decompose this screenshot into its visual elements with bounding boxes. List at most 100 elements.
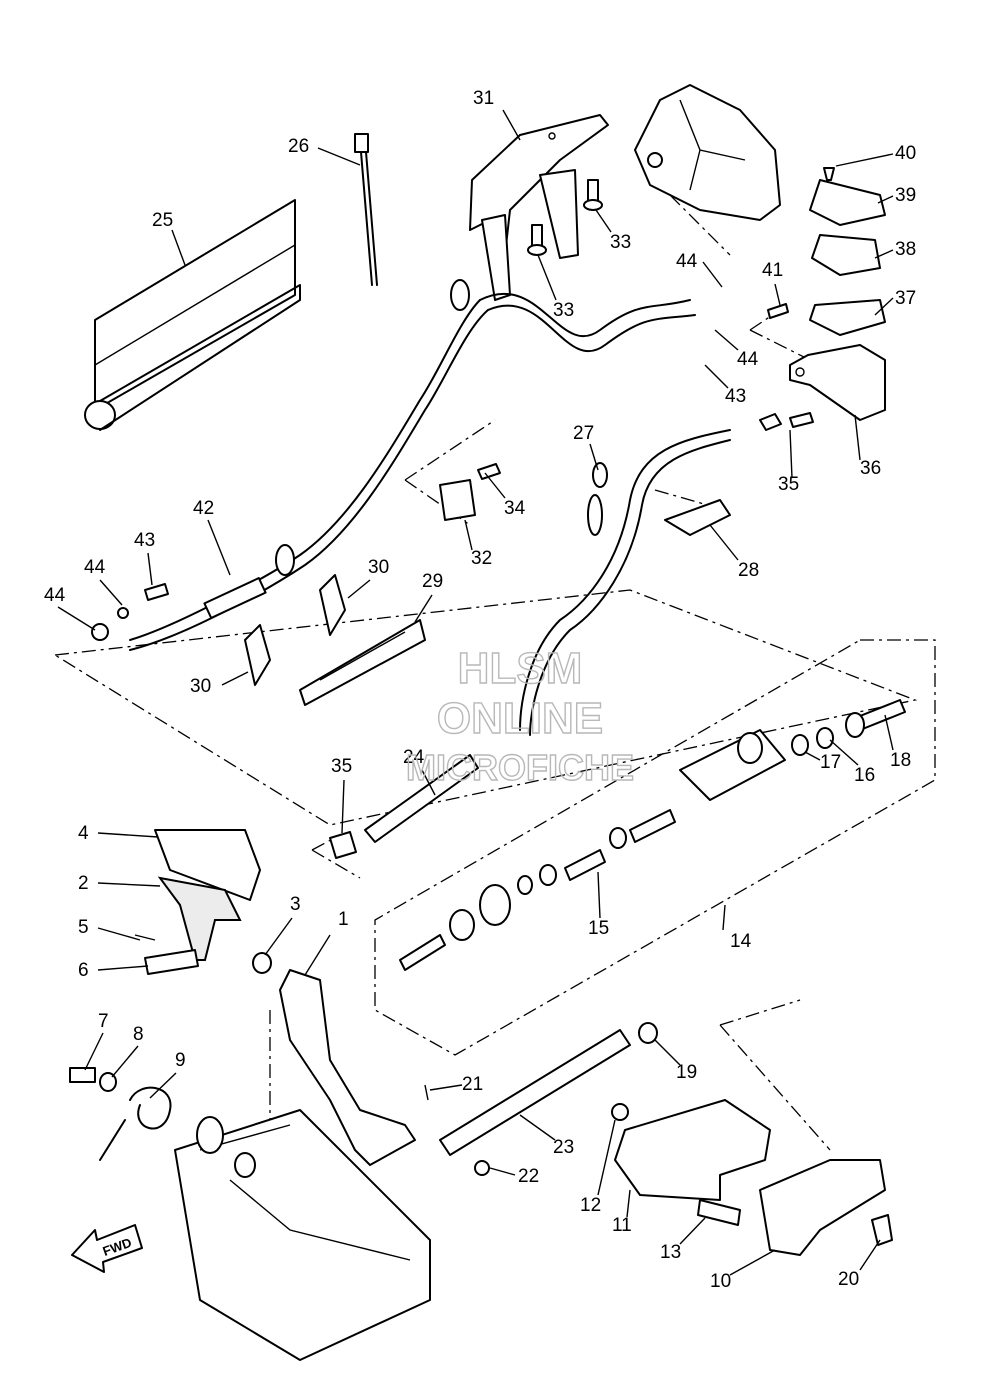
leader-c25 [171, 229, 186, 266]
leader-c19 [654, 1039, 681, 1066]
callout-c27: 27 [573, 423, 594, 444]
callout-c37: 37 [895, 288, 916, 309]
flap-panel [84, 199, 301, 431]
callout-c15: 15 [588, 918, 609, 939]
callout-c17: 17 [820, 752, 841, 773]
leader-c35b [789, 429, 793, 479]
leader-c18 [884, 714, 894, 751]
leader-c6 [97, 965, 149, 971]
callout-c30a: 30 [368, 557, 389, 578]
leader-c29 [414, 594, 433, 623]
linkage-rod [424, 1022, 658, 1176]
callout-c44a: 44 [84, 557, 106, 578]
leader-c40 [835, 153, 894, 167]
watermark: HLSM ONLINE MICROFICHE [405, 643, 634, 788]
callout-c40: 40 [895, 143, 916, 164]
leader-c7 [84, 1032, 104, 1071]
callout-c26: 26 [288, 136, 309, 157]
callout-c41: 41 [762, 260, 783, 281]
frame [174, 1109, 431, 1361]
callout-c7: 7 [98, 1011, 109, 1032]
leader-c41 [774, 283, 781, 306]
leader-c24 [421, 769, 436, 796]
cylinder-internals [399, 699, 906, 971]
leader-c10 [729, 1249, 776, 1276]
callout-c38: 38 [895, 239, 916, 260]
leader-c3 [264, 917, 293, 956]
lower-bracket [611, 1099, 893, 1256]
leader-c23 [519, 1114, 556, 1141]
callout-c20: 20 [838, 1269, 859, 1290]
callout-c1: 1 [338, 909, 349, 930]
callout-c42: 42 [193, 498, 214, 519]
callout-c44b: 44 [44, 585, 66, 606]
callout-c11: 11 [612, 1215, 632, 1236]
leader-c44a [99, 579, 123, 606]
cable-tie [354, 133, 378, 286]
callout-c30b: 30 [190, 676, 211, 697]
callout-c29: 29 [422, 571, 443, 592]
leader-c43b [704, 364, 729, 389]
watermark-line1: HLSM [458, 644, 583, 693]
callout-c23: 23 [553, 1137, 574, 1158]
callout-c44c: 44 [676, 251, 698, 272]
callout-c39: 39 [895, 185, 916, 206]
upper-brake-hose [91, 279, 696, 651]
leader-c26 [317, 147, 361, 166]
leader-c16 [829, 739, 859, 766]
callout-c25: 25 [152, 210, 173, 231]
callout-c35a: 35 [331, 756, 352, 777]
leader-c27 [589, 443, 599, 471]
leader-c44c [702, 261, 723, 288]
callout-c24: 24 [403, 747, 425, 768]
callout-c28: 28 [738, 560, 759, 581]
leader-c33a [537, 254, 557, 301]
callout-c18: 18 [890, 750, 911, 771]
callout-c14: 14 [730, 931, 752, 952]
leader-c30a [347, 579, 371, 599]
leader-c13 [679, 1217, 706, 1245]
callout-c10: 10 [710, 1271, 731, 1292]
leader-c44d [714, 329, 739, 351]
callout-c13: 13 [660, 1242, 681, 1263]
brake-pedal [69, 829, 416, 1166]
leader-c15 [597, 871, 601, 919]
callout-c21: 21 [462, 1074, 483, 1095]
leader-c22 [489, 1167, 516, 1176]
callout-c12: 12 [580, 1195, 601, 1216]
leader-c38 [874, 249, 894, 259]
caliper-assembly [634, 84, 781, 221]
leader-c2 [97, 882, 161, 887]
leader-c32 [464, 519, 473, 551]
callout-c43a: 43 [134, 530, 155, 551]
leader-c30b [221, 671, 249, 686]
hose-24 [329, 754, 479, 859]
clamps-and-brackets [244, 463, 731, 706]
callout-c8: 8 [133, 1024, 144, 1045]
bracket-cover [469, 114, 609, 301]
leader-c34 [484, 472, 506, 499]
callout-c22: 22 [518, 1166, 539, 1187]
leader-c14 [722, 904, 726, 931]
callout-c35b: 35 [778, 474, 799, 495]
leader-c42 [207, 519, 231, 576]
callout-c19: 19 [676, 1062, 697, 1083]
callout-c36: 36 [860, 458, 881, 479]
leader-c33b [595, 209, 612, 233]
master-cylinder [767, 167, 886, 421]
leader-c5 [97, 927, 141, 941]
leader-c43a [147, 552, 153, 586]
leader-c11 [626, 1189, 631, 1218]
callout-c44d: 44 [737, 349, 759, 370]
leader-c4 [97, 832, 159, 838]
leader-c31 [502, 109, 521, 141]
lower-brake-hose [519, 412, 814, 736]
leader-c9 [149, 1072, 177, 1099]
callout-c43b: 43 [725, 386, 746, 407]
leader-c21 [429, 1084, 463, 1091]
fwd-arrow-icon: FWD [71, 1224, 143, 1273]
callout-c33b: 33 [610, 232, 631, 253]
